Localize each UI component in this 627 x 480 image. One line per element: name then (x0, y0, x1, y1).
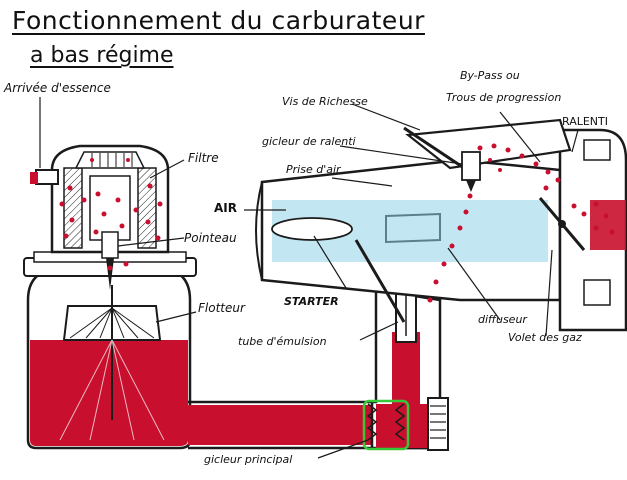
label-ralenti: RALENTI (562, 115, 608, 128)
label-gicleur-principal: gicleur principal (204, 453, 293, 466)
label-starter: STARTER (284, 295, 339, 308)
fuel-droplets-filter (59, 158, 163, 271)
diagram-subtitle: a bas régime (30, 43, 174, 68)
label-trous-progression: Trous de progression (446, 91, 562, 104)
label-vis-richesse: Vis de Richesse (282, 95, 368, 108)
label-by-pass: By-Pass ou (460, 69, 520, 82)
label-pointeau: Pointeau (184, 231, 237, 245)
float-bowl (26, 266, 192, 450)
diagram-title: Fonctionnement du carburateur (12, 6, 425, 35)
label-tube-emulsion: tube d'émulsion (238, 335, 327, 348)
idle-circuit (403, 118, 572, 192)
label-volet-gaz: Volet des gaz (508, 331, 582, 344)
leader-lines (39, 97, 579, 459)
air-horn (255, 158, 562, 323)
label-air: AIR (214, 201, 237, 215)
carburetor-body (362, 251, 449, 451)
label-filtre: Filtre (188, 151, 219, 165)
label-prise-air: Prise d'air (286, 163, 341, 176)
label-diffuseur: diffuseur (478, 313, 527, 326)
throttle-body (538, 128, 627, 332)
fuel-droplets-idle (427, 143, 615, 303)
label-arrivee-essence: Arrivée d'essence (4, 81, 111, 95)
label-gicleur-ralenti: gicleur de ralenti (262, 135, 356, 148)
label-flotteur: Flotteur (198, 301, 245, 315)
